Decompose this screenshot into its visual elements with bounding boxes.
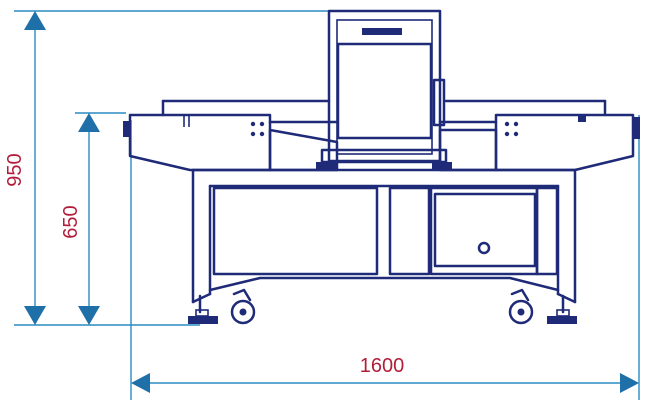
- conveyor: [161, 99, 607, 124]
- left-foot: [188, 316, 218, 324]
- head-foot-left: [316, 162, 336, 170]
- dimension-arrow-1600-right: [620, 373, 639, 393]
- right-cabinet: [429, 186, 559, 276]
- cabinet-door: [433, 192, 537, 268]
- dimension-label-950: 950: [4, 153, 26, 186]
- left-caster: [230, 288, 256, 325]
- left-leg: [188, 294, 218, 324]
- detector-head: [316, 9, 452, 170]
- right-foot: [547, 316, 577, 324]
- infeed-housing: [123, 113, 272, 172]
- display-label: [362, 28, 402, 35]
- dimension-label-650: 650: [60, 205, 82, 238]
- right-caster: [508, 288, 534, 325]
- dimension-arrow-650-bottom: [78, 306, 100, 325]
- dimension-arrow-950-bottom: [24, 306, 46, 325]
- right-leg: [547, 294, 577, 324]
- dimension-lines: 950 650 1600: [4, 10, 640, 400]
- base-frame: [191, 168, 577, 304]
- outfeed-housing: [494, 113, 640, 172]
- dimension-label-1600: 1600: [360, 355, 405, 377]
- machine: [123, 9, 640, 325]
- middle-panel: [388, 186, 431, 276]
- dimension-arrow-950-top: [24, 11, 46, 30]
- door-lock: [477, 241, 491, 255]
- head-foot-right: [432, 162, 452, 170]
- infeed-roller: [123, 121, 131, 137]
- left-panel: [212, 186, 379, 276]
- outfeed-roller: [632, 117, 640, 139]
- dimension-arrow-650-top: [78, 113, 100, 132]
- side-handle: [432, 78, 446, 127]
- dimension-arrow-1600-left: [131, 373, 150, 393]
